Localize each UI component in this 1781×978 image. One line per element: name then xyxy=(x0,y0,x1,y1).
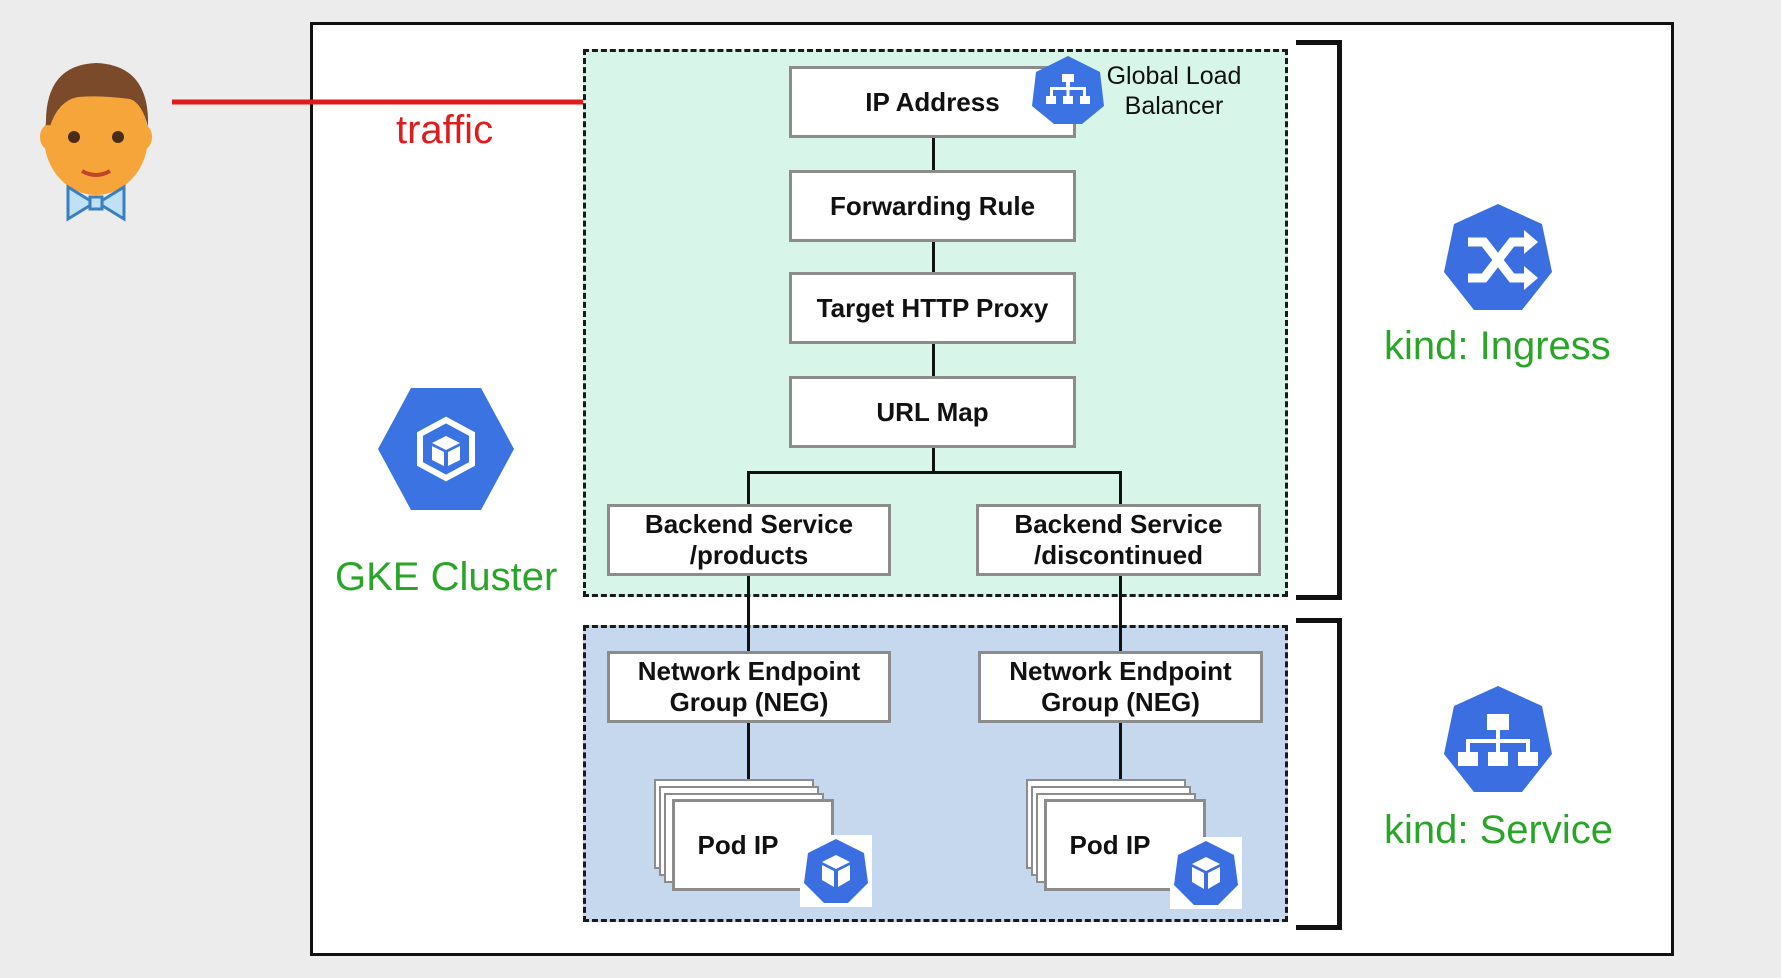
gke-cluster-icon xyxy=(378,388,514,510)
pod-cube-icon xyxy=(800,835,872,907)
connector-neg-pod-right xyxy=(1119,722,1122,780)
connector-proxy-urlmap xyxy=(932,342,935,376)
ip-address-label: IP Address xyxy=(865,86,1000,117)
connector-split-right xyxy=(1119,471,1122,505)
backend-products-line1: Backend Service xyxy=(644,509,854,540)
load-balancer-label-line1: Global Load xyxy=(1106,62,1242,90)
ingress-shuffle-icon xyxy=(1444,204,1552,310)
neg-left-line1: Network Endpoint xyxy=(637,656,861,687)
ingress-bracket xyxy=(1296,40,1342,600)
ingress-label: kind: Ingress xyxy=(1384,324,1611,368)
traffic-label: traffic xyxy=(396,108,494,152)
connector-backend-neg-left xyxy=(747,575,750,651)
connector-split-horizontal xyxy=(747,471,1122,474)
load-balancer-label-line2: Balancer xyxy=(1124,91,1224,120)
forwarding-rule-label: Forwarding Rule xyxy=(829,190,1036,221)
service-bracket xyxy=(1296,618,1342,930)
pod-stack-left: Pod IP xyxy=(652,779,872,907)
backend-service-products-node: Backend Service /products xyxy=(607,504,891,576)
backend-discontinued-line2: /discontinued xyxy=(1033,540,1203,570)
connector-urlmap-split xyxy=(932,446,935,473)
backend-service-discontinued-node: Backend Service /discontinued xyxy=(976,504,1261,576)
neg-right-line1: Network Endpoint xyxy=(1009,656,1232,687)
connector-ip-forwarding xyxy=(932,138,935,170)
forwarding-rule-node: Forwarding Rule xyxy=(789,170,1076,242)
target-http-proxy-label: Target HTTP Proxy xyxy=(816,292,1049,323)
backend-discontinued-line1: Backend Service xyxy=(1014,509,1223,540)
pod-ip-left-label: Pod IP xyxy=(697,829,779,860)
ip-address-node: IP Address xyxy=(789,66,1076,138)
load-balancer-label: Global Load Balancer xyxy=(1104,62,1244,121)
pod-stack-right: Pod IP xyxy=(1024,779,1242,909)
target-http-proxy-node: Target HTTP Proxy xyxy=(789,272,1076,344)
connector-backend-neg-right xyxy=(1119,575,1122,651)
backend-products-line2: /products xyxy=(689,540,809,570)
neg-left-node: Network Endpoint Group (NEG) xyxy=(607,651,891,723)
neg-right-line2: Group (NEG) xyxy=(1041,687,1200,717)
user-avatar-icon xyxy=(40,63,152,222)
service-network-icon xyxy=(1444,686,1552,792)
service-label: kind: Service xyxy=(1384,808,1613,852)
connector-forwarding-proxy xyxy=(932,240,935,272)
gke-cluster-label: GKE Cluster xyxy=(335,555,558,599)
load-balancer-icon xyxy=(1032,56,1104,124)
url-map-label: URL Map xyxy=(876,396,989,427)
url-map-node: URL Map xyxy=(789,376,1076,448)
pod-cube-icon xyxy=(1170,837,1242,909)
connector-split-left xyxy=(747,471,750,505)
neg-right-node: Network Endpoint Group (NEG) xyxy=(978,651,1263,723)
neg-left-line2: Group (NEG) xyxy=(669,687,829,717)
pod-ip-right-label: Pod IP xyxy=(1069,829,1151,860)
connector-neg-pod-left xyxy=(747,722,750,780)
